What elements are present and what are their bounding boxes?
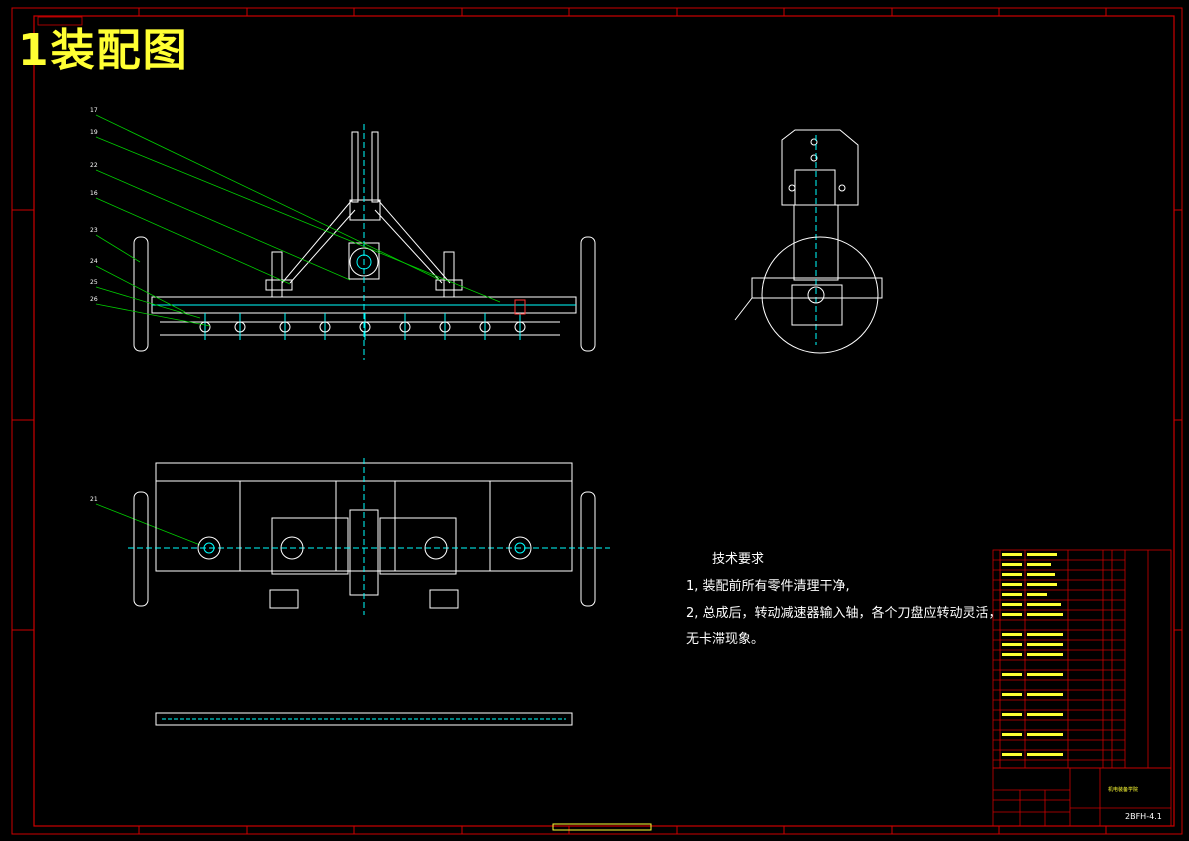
drawing-title: 1装配图 bbox=[18, 25, 189, 76]
title-block bbox=[992, 767, 1172, 827]
top-view bbox=[128, 458, 610, 615]
technical-requirement-3: 无卡滞现象。 bbox=[686, 632, 765, 647]
parts-list-text-marks bbox=[1002, 553, 1063, 756]
technical-requirement-2: 2, 总成后，转动减速器输入轴，各个刀盘应转动灵活， bbox=[686, 606, 1002, 621]
svg-text:16: 16 bbox=[90, 190, 98, 197]
svg-text:23: 23 bbox=[90, 227, 98, 234]
svg-text:21: 21 bbox=[90, 496, 98, 503]
svg-text:24: 24 bbox=[90, 258, 98, 265]
scale-bar bbox=[552, 823, 652, 831]
svg-text:19: 19 bbox=[90, 129, 98, 136]
side-view bbox=[734, 129, 883, 354]
leader-lines bbox=[95, 114, 501, 546]
title-block-drawing-number: 2BFH-4.1 bbox=[1125, 812, 1162, 821]
svg-text:25: 25 bbox=[90, 279, 98, 286]
svg-text:26: 26 bbox=[90, 296, 98, 303]
callout-numbers: 17 19 22 16 23 24 25 26 21 bbox=[90, 107, 98, 503]
parts-list bbox=[992, 549, 1172, 769]
title-block-school: 机电装备学院 bbox=[1108, 787, 1139, 793]
front-view bbox=[133, 124, 596, 360]
frame-zone-ticks bbox=[12, 8, 1182, 834]
bottom-detail bbox=[155, 712, 573, 726]
technical-requirements-heading: 技术要求 bbox=[712, 552, 765, 567]
technical-requirement-1: 1, 装配前所有零件清理干净, bbox=[686, 579, 850, 594]
svg-text:22: 22 bbox=[90, 162, 98, 169]
svg-text:17: 17 bbox=[90, 107, 98, 114]
